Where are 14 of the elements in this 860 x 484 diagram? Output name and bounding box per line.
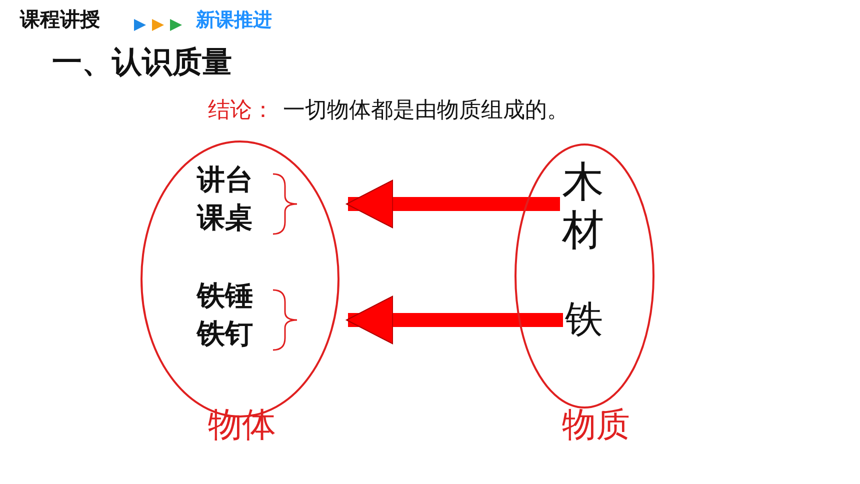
item-label: 课桌 (197, 204, 253, 232)
conclusion-label: 结论： (208, 100, 274, 122)
material-label: 木材 (562, 158, 605, 254)
title: 一、认识质量 (52, 48, 232, 78)
ellipse-caption: 物质 (562, 408, 630, 442)
conclusion-text: 一切物体都是由物质组成的。 (283, 100, 569, 122)
item-label: 讲台 (197, 166, 253, 194)
arrow (346, 296, 563, 344)
subsection-heading: 新课推进 (196, 11, 272, 30)
section-heading: 课程讲授 (20, 9, 100, 29)
item-label: 铁钉 (197, 320, 253, 348)
material-label: 铁 (565, 300, 603, 338)
item-label: 铁锤 (197, 282, 253, 310)
arrow (346, 180, 560, 228)
